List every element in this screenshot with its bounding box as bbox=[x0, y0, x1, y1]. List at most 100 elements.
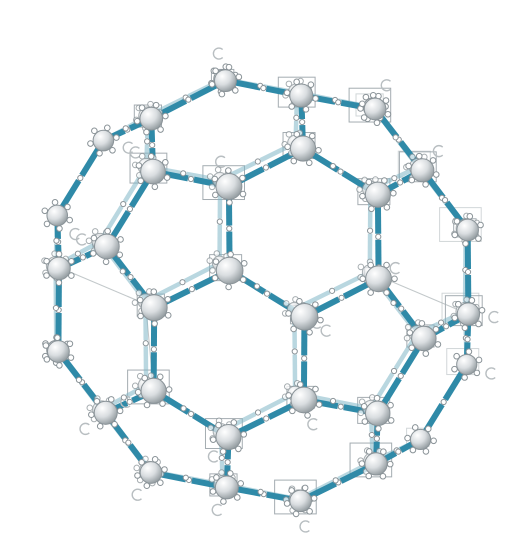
bond-bead bbox=[77, 174, 84, 182]
bond-bead bbox=[185, 96, 192, 103]
metal-atom bbox=[364, 181, 391, 208]
metal-node bbox=[211, 167, 247, 206]
atom bbox=[296, 297, 303, 305]
atom bbox=[408, 176, 416, 184]
atom bbox=[239, 174, 246, 182]
atom bbox=[362, 93, 370, 101]
atom bbox=[51, 199, 59, 206]
bond-bead bbox=[373, 435, 380, 442]
atom bbox=[386, 460, 394, 468]
metal-node bbox=[285, 297, 324, 336]
ligand-mark bbox=[211, 503, 223, 517]
metal-atom bbox=[364, 400, 391, 427]
metal-node bbox=[43, 250, 75, 287]
bond-bead bbox=[441, 197, 449, 204]
atom bbox=[359, 275, 367, 283]
bond-bead bbox=[216, 218, 223, 225]
atom bbox=[113, 134, 120, 141]
metal-node bbox=[211, 251, 248, 291]
cage-bond bbox=[60, 355, 83, 382]
bond-bead bbox=[52, 304, 60, 312]
atom bbox=[468, 297, 476, 304]
ligand-mark bbox=[207, 450, 219, 463]
ligand-mark bbox=[122, 141, 134, 154]
cage-bond bbox=[442, 368, 466, 402]
atom bbox=[68, 257, 75, 265]
atom bbox=[56, 362, 63, 369]
bond-bead bbox=[293, 114, 300, 121]
cage-bond bbox=[79, 144, 103, 178]
atom bbox=[408, 344, 416, 352]
metal-atom bbox=[140, 294, 168, 322]
bond-bead bbox=[226, 225, 233, 232]
atom bbox=[379, 472, 387, 480]
metal-node bbox=[405, 152, 440, 188]
atom bbox=[283, 89, 291, 97]
atom bbox=[304, 412, 311, 419]
ligand-mark bbox=[389, 261, 400, 275]
metal-node bbox=[358, 448, 394, 480]
atom bbox=[147, 100, 154, 108]
atom-layer bbox=[41, 63, 486, 518]
atom bbox=[424, 425, 432, 433]
atom bbox=[134, 388, 142, 396]
atom bbox=[404, 434, 411, 442]
atom bbox=[89, 250, 97, 257]
atom bbox=[162, 112, 169, 120]
atom bbox=[284, 143, 291, 151]
atom bbox=[218, 469, 225, 476]
bond-bead bbox=[126, 398, 133, 405]
atom bbox=[373, 119, 381, 127]
atom bbox=[162, 159, 169, 166]
atom bbox=[473, 369, 481, 377]
bond-bead bbox=[187, 175, 195, 183]
atom bbox=[422, 350, 430, 357]
bond-bead bbox=[337, 403, 344, 410]
atom bbox=[209, 488, 217, 495]
atom bbox=[312, 301, 319, 308]
atom bbox=[213, 474, 220, 481]
atom bbox=[453, 218, 461, 225]
atom bbox=[116, 407, 124, 415]
cage-bond bbox=[79, 242, 96, 255]
linker-frame bbox=[398, 151, 437, 183]
atom bbox=[477, 221, 484, 229]
atom bbox=[312, 385, 319, 393]
atom bbox=[157, 479, 164, 487]
bond-bead bbox=[437, 319, 445, 326]
atom bbox=[159, 400, 166, 407]
atom bbox=[288, 487, 295, 494]
thin-bond-layer bbox=[55, 265, 469, 500]
metal-atom bbox=[215, 173, 243, 200]
atom bbox=[315, 146, 322, 154]
bond-bead bbox=[391, 175, 398, 182]
atom bbox=[212, 258, 220, 265]
metal-node bbox=[285, 381, 323, 419]
bond-bead bbox=[149, 141, 156, 149]
atom bbox=[462, 240, 469, 247]
atom bbox=[64, 203, 71, 211]
atom bbox=[157, 126, 164, 133]
metal-atom bbox=[46, 340, 70, 363]
metal-atom bbox=[290, 386, 318, 414]
atom bbox=[289, 407, 296, 415]
bond-bead bbox=[395, 448, 402, 455]
atom bbox=[365, 448, 373, 455]
metal-node bbox=[41, 199, 73, 232]
atom bbox=[215, 421, 222, 429]
atom bbox=[466, 213, 474, 220]
bond-bead bbox=[142, 340, 149, 347]
bond-bead bbox=[253, 283, 261, 290]
ligand-mark bbox=[212, 47, 224, 60]
bond-bead bbox=[127, 273, 134, 281]
metal-node bbox=[209, 419, 248, 455]
ligand-mark bbox=[299, 520, 310, 533]
bond-bead bbox=[335, 99, 342, 106]
metal-node bbox=[451, 348, 483, 381]
metal-atom bbox=[365, 265, 393, 293]
ligand-mark bbox=[380, 79, 392, 92]
atom bbox=[225, 283, 232, 291]
metal-atom bbox=[456, 218, 479, 242]
metal-node bbox=[283, 484, 318, 518]
bond-bead bbox=[397, 372, 404, 380]
